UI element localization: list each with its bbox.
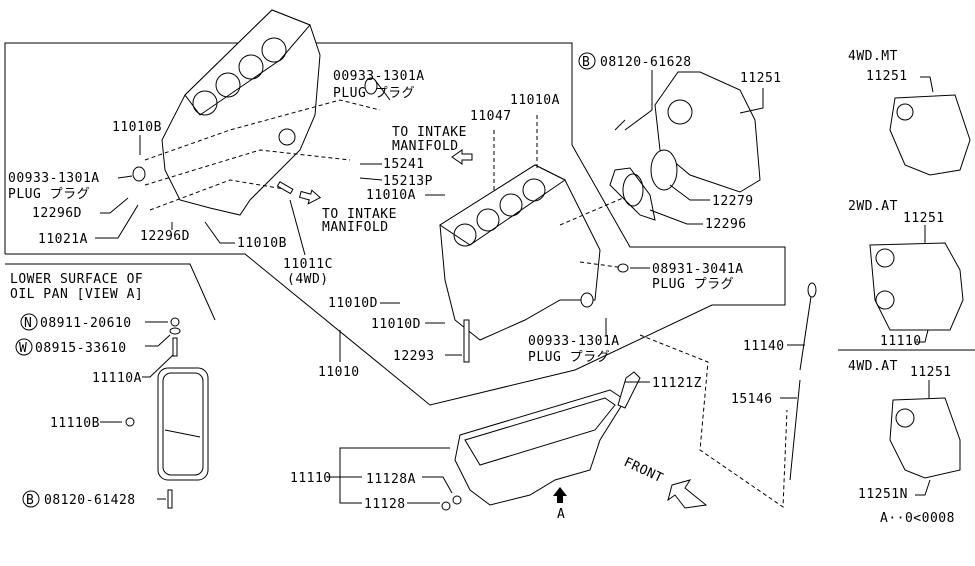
part-number-label: 15241 bbox=[383, 157, 425, 172]
leader-lines bbox=[95, 70, 934, 504]
front-arrow-icon bbox=[667, 479, 708, 509]
part-number-label: PLUG プラグ bbox=[333, 86, 415, 101]
part-number-label: 00933-1301A bbox=[528, 334, 620, 349]
callout-box-lines bbox=[4, 42, 975, 508]
part-number-label: 15146 bbox=[731, 392, 773, 407]
part-number-label: PLUG プラグ bbox=[652, 277, 734, 292]
part-number-label: 11251 bbox=[903, 211, 945, 226]
part-number-label: 11251 bbox=[910, 365, 952, 380]
part-number-label: (4WD) bbox=[287, 272, 329, 287]
part-number-label: 08931-3041A bbox=[652, 262, 744, 277]
part-number-label: 11010B bbox=[112, 120, 162, 135]
direction-arrows bbox=[298, 149, 708, 509]
part-number-label: MANIFOLD bbox=[392, 139, 459, 154]
part-number-label: 00933-1301A bbox=[333, 69, 425, 84]
part-number-label: 2WD.AT bbox=[848, 199, 898, 214]
oil-level-gauge bbox=[789, 282, 817, 481]
part-number-label: TO INTAKE bbox=[392, 125, 467, 140]
oil-pan bbox=[454, 371, 641, 506]
circled-prefix-letter: B bbox=[582, 55, 590, 70]
part-number-label: 11251 bbox=[740, 71, 782, 86]
part-number-label: 11010D bbox=[328, 296, 378, 311]
intake-arrow-icon bbox=[298, 189, 322, 205]
part-number-label: TO INTAKE bbox=[322, 207, 397, 222]
part-number-label: PLUG プラグ bbox=[528, 350, 610, 365]
part-number-label: 11010 bbox=[318, 365, 360, 380]
part-number-label: 11010A bbox=[510, 93, 560, 108]
oil-pan-gasket bbox=[157, 367, 209, 481]
part-number-label: 11251N bbox=[858, 487, 908, 502]
part-number-label: 12279 bbox=[712, 194, 754, 209]
part-number-label: MANIFOLD bbox=[322, 220, 389, 235]
circled-prefix-letter: W bbox=[19, 341, 27, 356]
part-number-label: 00933-1301A bbox=[8, 171, 100, 186]
part-number-label: A bbox=[557, 507, 565, 522]
part-number-label: 11010D bbox=[371, 317, 421, 332]
view-a-arrow-icon bbox=[553, 487, 567, 503]
part-number-label: 15213P bbox=[383, 174, 433, 189]
part-number-label: OIL PAN [VIEW A] bbox=[10, 287, 143, 302]
part-number-label: 4WD.AT bbox=[848, 359, 898, 374]
intake-arrow-icon bbox=[451, 149, 473, 165]
part-number-label: 11110 bbox=[880, 334, 922, 349]
part-number-label: 11021A bbox=[38, 232, 88, 247]
part-number-label: 11128 bbox=[364, 497, 406, 512]
part-number-label: PLUG プラグ bbox=[8, 187, 90, 202]
circled-prefix-letter: N bbox=[24, 316, 32, 331]
part-number-label: LOWER SURFACE OF bbox=[10, 272, 143, 287]
part-number-label: 12296D bbox=[140, 229, 190, 244]
part-number-label: 11128A bbox=[366, 472, 416, 487]
part-number-label: A··0<0008 bbox=[880, 511, 955, 526]
part-number-label: 11110 bbox=[290, 471, 332, 486]
circled-prefix-letter: B bbox=[26, 493, 34, 508]
part-number-label: 11047 bbox=[470, 109, 512, 124]
part-number-label: 11011C bbox=[283, 257, 333, 272]
rear-plate-variants bbox=[869, 94, 971, 479]
part-number-label: 08915-33610 bbox=[35, 341, 127, 356]
part-number-label: 4WD.MT bbox=[848, 49, 898, 64]
part-number-label: 11251 bbox=[866, 69, 908, 84]
part-number-label: 12296D bbox=[32, 206, 82, 221]
part-number-label: 08120-61428 bbox=[44, 493, 136, 508]
part-number-label: 11140 bbox=[743, 339, 785, 354]
rear-plate-and-oil-seals bbox=[609, 71, 761, 221]
part-number-label: 08120-61628 bbox=[600, 55, 692, 70]
part-number-label: 11010A bbox=[366, 188, 416, 203]
part-number-label: 12296 bbox=[705, 217, 747, 232]
fasteners bbox=[125, 77, 629, 511]
front-direction-label: FRONT bbox=[621, 455, 665, 486]
circled-prefixes: B N W B bbox=[15, 52, 596, 508]
part-number-label: 11010B bbox=[237, 236, 287, 251]
part-number-label: 11110A bbox=[92, 371, 142, 386]
cylinder-block-rear-view bbox=[144, 9, 381, 216]
part-number-label: 11121Z bbox=[652, 376, 702, 391]
part-number-label: 12293 bbox=[393, 349, 435, 364]
part-number-label: 11110B bbox=[50, 416, 100, 431]
part-number-label: 08911-20610 bbox=[40, 316, 132, 331]
cylinder-block-front-view bbox=[439, 115, 631, 363]
